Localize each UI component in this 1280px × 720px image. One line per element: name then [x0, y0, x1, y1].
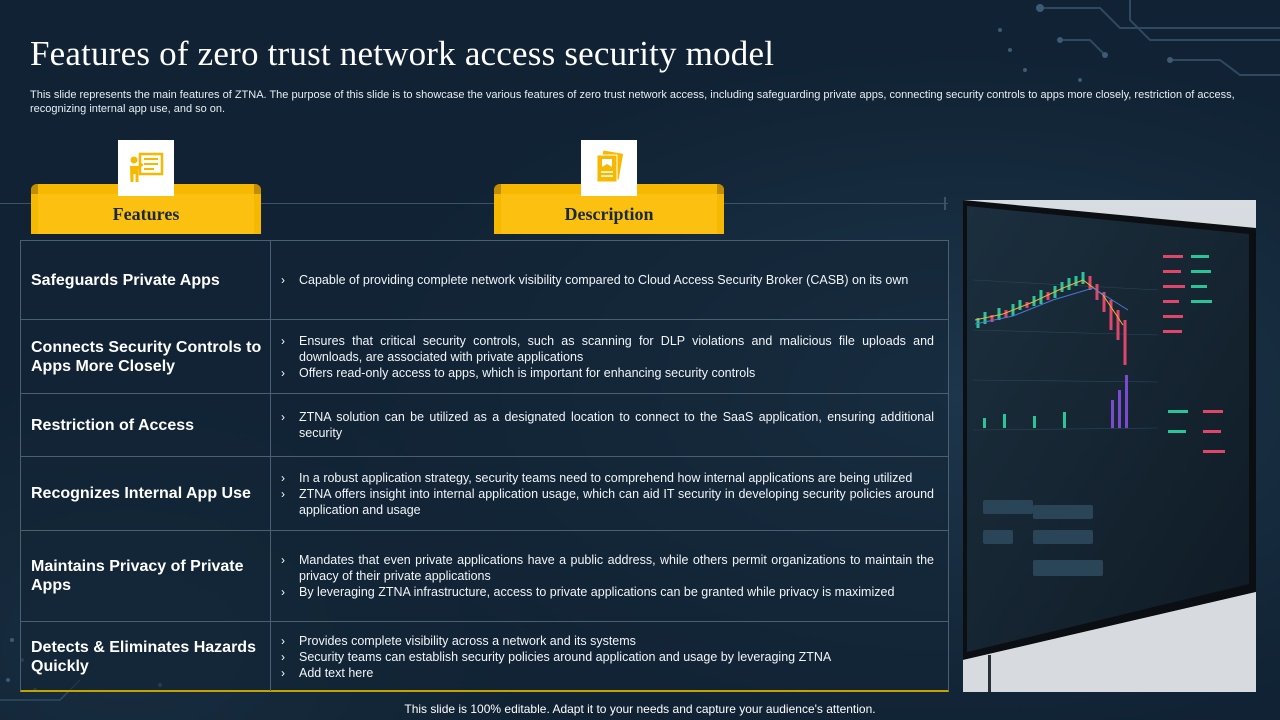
list-item: › By leveraging ZTNA infrastructure, acc… — [281, 584, 934, 600]
list-item: › Ensures that critical security control… — [281, 333, 934, 365]
feature-name: Recognizes Internal App Use — [21, 457, 271, 530]
feature-name: Safeguards Private Apps — [21, 241, 271, 319]
table-row: Maintains Privacy of Private Apps › Mand… — [21, 530, 948, 621]
feature-description: › Capable of providing complete network … — [271, 241, 948, 319]
feature-description: › Provides complete visibility across a … — [271, 622, 948, 691]
table-row: Detects & Eliminates Hazards Quickly › P… — [21, 621, 948, 691]
header-divider-end — [944, 197, 946, 210]
feature-description: › Mandates that even private application… — [271, 531, 948, 621]
feature-description: › Ensures that critical security control… — [271, 320, 948, 393]
list-item: › ZTNA solution can be utilized as a des… — [281, 409, 934, 441]
page-title: Features of zero trust network access se… — [30, 34, 775, 73]
list-item: › Provides complete visibility across a … — [281, 633, 934, 649]
feature-name: Connects Security Controls to Apps More … — [21, 320, 271, 393]
trading-monitor-photo — [963, 200, 1256, 692]
header-divider — [0, 203, 948, 204]
feature-name: Maintains Privacy of Private Apps — [21, 531, 271, 621]
feature-name: Detects & Eliminates Hazards Quickly — [21, 622, 271, 691]
presentation-board-icon — [118, 140, 174, 196]
chevron-right-icon: › — [281, 273, 285, 287]
list-item: › Capable of providing complete network … — [281, 272, 934, 288]
bullet-text: Provides complete visibility across a ne… — [299, 633, 636, 648]
features-header-label: Features — [38, 194, 254, 234]
features-header-tab: Features — [31, 184, 261, 234]
chevron-right-icon: › — [281, 553, 285, 567]
list-item: › Add text here — [281, 665, 934, 681]
table-row: Recognizes Internal App Use › In a robus… — [21, 456, 948, 530]
feature-name: Restriction of Access — [21, 394, 271, 456]
bullet-text: Ensures that critical security controls,… — [299, 333, 934, 364]
tab-fold-right — [717, 184, 724, 194]
page-subtitle: This slide represents the main features … — [30, 89, 1235, 115]
circuit-decoration — [998, 0, 1280, 82]
bullet-text: Capable of providing complete network vi… — [299, 273, 909, 287]
chevron-right-icon: › — [281, 585, 285, 599]
description-header-label: Description — [501, 194, 717, 234]
table-row: Safeguards Private Apps › Capable of pro… — [21, 241, 948, 319]
bullet-text: Offers read-only access to apps, which i… — [299, 365, 756, 380]
bullet-text: ZTNA solution can be utilized as a desig… — [299, 410, 934, 440]
tab-fold-left — [494, 184, 501, 194]
list-item: › In a robust application strategy, secu… — [281, 470, 934, 486]
list-item: › Offers read-only access to apps, which… — [281, 365, 934, 381]
bullet-text: Mandates that even private applications … — [299, 553, 934, 583]
list-item: › Mandates that even private application… — [281, 552, 934, 584]
chevron-right-icon: › — [281, 665, 285, 680]
table-row: Connects Security Controls to Apps More … — [21, 319, 948, 393]
bullet-text: Add text here — [299, 665, 374, 680]
bullet-text: In a robust application strategy, securi… — [299, 470, 913, 485]
tab-fold-left — [31, 184, 38, 194]
table-row: Restriction of Access › ZTNA solution ca… — [21, 393, 948, 456]
chevron-right-icon: › — [281, 649, 285, 664]
features-table: Safeguards Private Apps › Capable of pro… — [20, 240, 949, 692]
feature-description: › ZTNA solution can be utilized as a des… — [271, 394, 948, 456]
chevron-right-icon: › — [281, 333, 285, 348]
chevron-right-icon: › — [281, 486, 285, 501]
list-item: › Security teams can establish security … — [281, 649, 934, 665]
chevron-right-icon: › — [281, 633, 285, 648]
footer-note: This slide is 100% editable. Adapt it to… — [404, 702, 876, 716]
tab-fold-right — [254, 184, 261, 194]
chevron-right-icon: › — [281, 470, 285, 485]
list-item: › ZTNA offers insight into internal appl… — [281, 486, 934, 518]
document-list-icon — [581, 140, 637, 196]
chevron-right-icon: › — [281, 365, 285, 380]
bullet-text: By leveraging ZTNA infrastructure, acces… — [299, 585, 895, 599]
bullet-text: Security teams can establish security po… — [299, 649, 832, 664]
feature-description: › In a robust application strategy, secu… — [271, 457, 948, 530]
chevron-right-icon: › — [281, 410, 285, 424]
bullet-text: ZTNA offers insight into internal applic… — [299, 486, 934, 517]
